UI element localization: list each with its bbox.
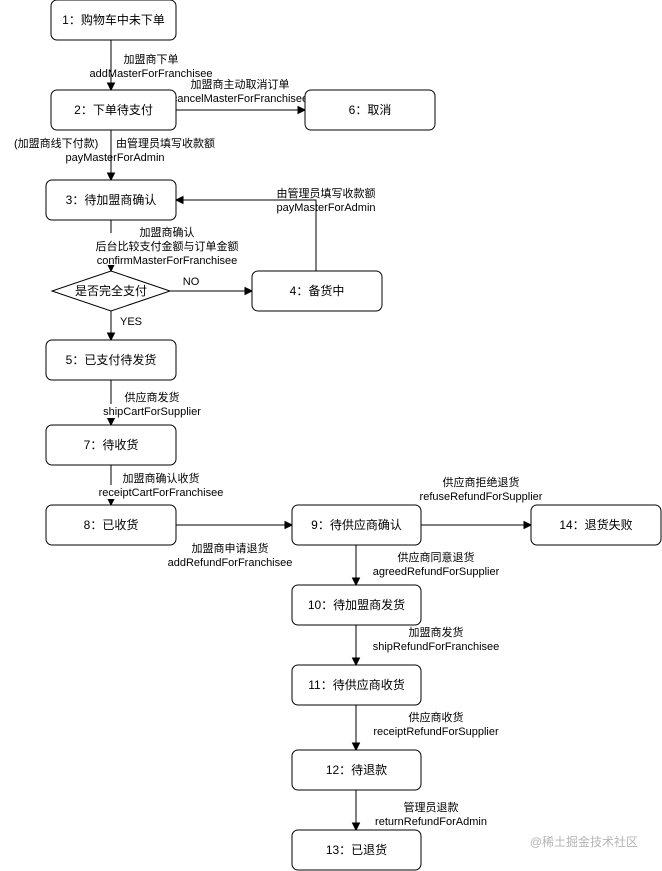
edge-2-to-6-label-method: cancelMasterForFranchisee — [172, 93, 308, 105]
edge-10-to-11 — [351, 625, 361, 667]
edge-3-to-decision-label-cn: 加盟商确认 — [140, 225, 195, 239]
edge-8-to-9 — [176, 520, 294, 530]
edge-9-to-14-label-method: refuseRefundForSupplier — [420, 491, 543, 503]
node-12: 12：待退款 — [291, 749, 422, 791]
edge-12-to-13 — [351, 790, 361, 832]
node-6-label: 6：取消 — [349, 103, 392, 117]
edge-3-to-decision-label-method: confirmMasterForFranchisee — [97, 255, 238, 267]
node-9: 9：待供应商确认 — [291, 504, 422, 546]
edge-10-to-11-label-cn: 加盟商发货 — [409, 625, 464, 639]
edge-2-to-3-label-method: payMasterForAdmin — [65, 152, 164, 164]
edge-5-to-7-label-method: shipCartForSupplier — [103, 406, 201, 418]
watermark: @稀土掘金技术社区 — [530, 834, 638, 849]
edge-3-to-decision-label-compare: 后台比较支付金额与订单金额 — [96, 239, 239, 253]
node-12-label: 12：待退款 — [326, 763, 387, 777]
node-3-label: 3：待加盟商确认 — [66, 192, 157, 207]
node-11: 11：待供应商收货 — [291, 664, 422, 706]
edge-5-to-7-label-cn: 供应商发货 — [125, 390, 180, 404]
edge-12-to-13-label-method: returnRefundForAdmin — [375, 816, 487, 828]
node-3: 3：待加盟商确认 — [45, 179, 177, 221]
edge-9-to-10-label-method: agreedRefundForSupplier — [373, 566, 500, 578]
edge-1-to-2-label-cn: 加盟商下单 — [124, 52, 179, 66]
edge-12-to-13-label-cn: 管理员退款 — [404, 800, 459, 814]
edge-1-to-2 — [106, 40, 116, 92]
node-1-label: 1：购物车中未下单 — [62, 12, 165, 27]
edge-11-to-12-label-cn: 供应商收货 — [409, 710, 464, 724]
edge-3-to-decision-label-bg — [84, 233, 250, 265]
edge-2-to-3-label-cn: 由管理员填写收款额 — [116, 136, 215, 150]
edge-2-to-6-label-cn: 加盟商主动取消订单 — [191, 77, 290, 91]
edge-2-to-6-label-bg-2 — [176, 91, 302, 105]
node-4-label: 4：备货中 — [290, 283, 345, 298]
edge-9-to-10-label-cn: 供应商同意退货 — [398, 550, 475, 564]
node-10-label: 10：待加盟商发货 — [308, 597, 405, 612]
node-13: 13：已退货 — [291, 829, 422, 871]
edge-decision-to-4-label: NO — [183, 276, 200, 288]
edge-8-to-9-label-cn: 加盟商申请退货 — [192, 541, 269, 555]
edge-5-to-7 — [106, 380, 116, 427]
node-11-label: 11：待供应商收货 — [308, 677, 404, 692]
edge-5-to-7-label-bg — [96, 404, 208, 418]
decision-node: 是否完全支付 — [50, 270, 172, 312]
node-5-label: 5：已支付待发货 — [66, 352, 157, 367]
edge-7-to-8-label-method: receiptCartForFranchisee — [99, 487, 224, 499]
node-8: 8：已收货 — [45, 504, 177, 546]
edge-2-to-3 — [106, 130, 116, 182]
node-6: 6：取消 — [304, 89, 436, 131]
node-1: 1：购物车中未下单 — [50, 0, 177, 41]
edge-9-to-14 — [421, 520, 533, 530]
edge-7-to-8-label-bg — [92, 485, 232, 499]
edge-decision-to-4 — [170, 286, 254, 296]
node-10: 10：待加盟商发货 — [291, 584, 422, 626]
node-14: 14：退货失败 — [530, 504, 662, 546]
node-13-label: 13：已退货 — [326, 842, 387, 857]
edge-2-to-6-label-bg — [185, 77, 297, 89]
edge-4-to-3-label-method: payMasterForAdmin — [276, 202, 375, 214]
node-4: 4：备货中 — [251, 270, 383, 312]
edge-11-to-12 — [351, 705, 361, 752]
edge-4-to-3 — [174, 195, 317, 271]
node-9-label: 9：待供应商确认 — [311, 517, 402, 532]
edge-9-to-10 — [351, 545, 361, 587]
decision-node-label: 是否完全支付 — [75, 283, 147, 298]
edge-11-to-12-label-method: receiptRefundForSupplier — [373, 726, 499, 738]
edge-4-to-3-label-cn: 由管理员填写收款额 — [277, 186, 376, 200]
node-2: 2：下单待支付 — [50, 89, 177, 131]
node-7-label: 7：待收货 — [84, 437, 139, 452]
edge-10-to-11-label-method: shipRefundForFranchisee — [373, 641, 500, 653]
node-2-label: 2：下单待支付 — [74, 103, 153, 117]
node-14-label: 14：退货失败 — [559, 517, 632, 532]
node-5: 5：已支付待发货 — [45, 339, 177, 381]
edge-7-to-8-label-cn: 加盟商确认收货 — [123, 471, 200, 485]
node-7: 7：待收货 — [45, 424, 177, 466]
edge-decision-to-5 — [106, 311, 116, 342]
edge-9-to-14-label-cn: 供应商拒绝退货 — [443, 475, 520, 489]
edge-decision-to-5-label: YES — [120, 316, 142, 328]
edge-8-to-9-label-method: addRefundForFranchisee — [168, 557, 293, 569]
edge-2-to-6 — [176, 105, 307, 115]
edge-2-to-3-prefix: (加盟商线下付款) — [14, 136, 98, 150]
edge-1-to-2-label-method: addMasterForFranchisee — [90, 68, 213, 80]
node-8-label: 8：已收货 — [84, 517, 139, 532]
